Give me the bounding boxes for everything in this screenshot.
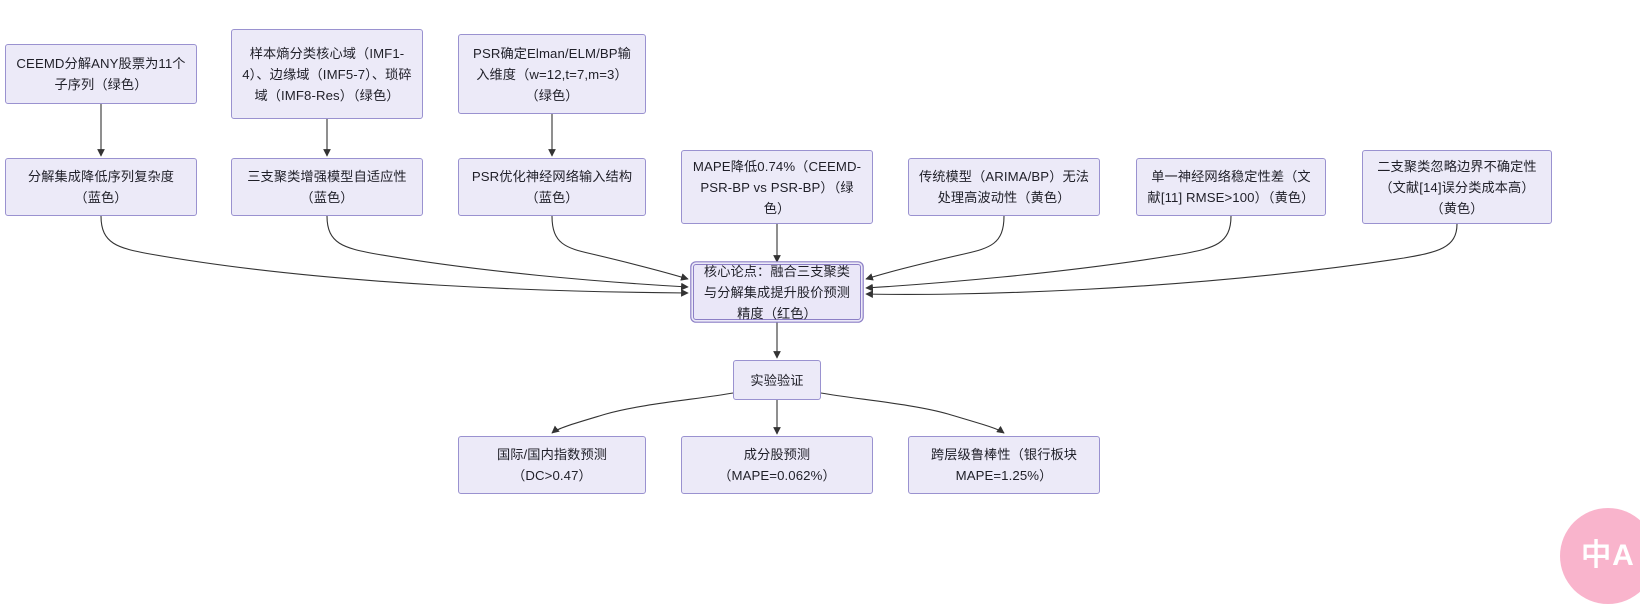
node-label: 单一神经网络稳定性差（文献[11] RMSE>100）（黄色） [1147, 169, 1315, 205]
edge-n8-core [865, 215, 1005, 281]
node-three-way-clustering-adaptivity[interactable]: 三支聚类增强模型自适应性（蓝色） [231, 158, 423, 216]
node-two-way-clustering-limitation[interactable]: 二支聚类忽略边界不确定性（文献[14]误分类成本高）（黄色） [1362, 150, 1552, 224]
node-label: 分解集成降低序列复杂度（蓝色） [27, 169, 175, 205]
node-label: 核心论点：融合三支聚类与分解集成提升股价预测精度（红色） [703, 263, 851, 321]
node-label: 三支聚类增强模型自适应性（蓝色） [247, 169, 407, 205]
node-label: MAPE降低0.74%（CEEMD-PSR-BP vs PSR-BP）（绿色） [692, 158, 862, 216]
edge-exp-b1 [551, 392, 734, 434]
node-psr-input-dimension[interactable]: PSR确定Elman/ELM/BP输入维度（w=12,t=7,m=3）（绿色） [458, 34, 646, 114]
edge-n5-core [326, 215, 689, 291]
node-label: 国际/国内指数预测（DC>0.47） [496, 447, 608, 483]
node-label: 样本熵分类核心域（IMF1-4）、边缘域（IMF5-7）、琐碎域（IMF8-Re… [242, 45, 412, 103]
node-label: 二支聚类忽略边界不确定性（文献[14]误分类成本高）（黄色） [1377, 158, 1537, 216]
node-label: 跨层级鲁棒性（银行板块MAPE=1.25%） [930, 447, 1078, 483]
edge-exp-b3 [820, 392, 1005, 434]
node-core-thesis[interactable]: 核心论点：融合三支聚类与分解集成提升股价预测精度（红色） [693, 264, 861, 321]
edge-n6-core [551, 215, 689, 281]
node-label: 成分股预测（MAPE=0.062%） [718, 447, 836, 483]
node-single-network-instability[interactable]: 单一神经网络稳定性差（文献[11] RMSE>100）（黄色） [1136, 158, 1326, 216]
node-constituent-stock-prediction[interactable]: 成分股预测（MAPE=0.062%） [681, 436, 873, 494]
node-label: CEEMD分解ANY股票为11个子序列（绿色） [16, 56, 186, 92]
node-label: PSR优化神经网络输入结构（蓝色） [471, 169, 633, 205]
node-ceemd-decompose[interactable]: CEEMD分解ANY股票为11个子序列（绿色） [5, 44, 197, 104]
edge-n10-core [865, 223, 1458, 299]
flowchart-canvas: CEEMD分解ANY股票为11个子序列（绿色） 样本熵分类核心域（IMF1-4）… [5, 29, 1640, 604]
node-label: 传统模型（ARIMA/BP）无法处理高波动性（黄色） [918, 169, 1090, 205]
node-label: 实验验证 [750, 372, 804, 388]
node-index-prediction[interactable]: 国际/国内指数预测（DC>0.47） [458, 436, 646, 494]
node-decomposition-reduces-complexity[interactable]: 分解集成降低序列复杂度（蓝色） [5, 158, 197, 216]
watermark-badge: 中A [1560, 508, 1640, 604]
edge-n4-core [100, 215, 689, 297]
edge-n9-core [865, 215, 1232, 292]
node-experimental-validation[interactable]: 实验验证 [733, 360, 821, 400]
node-label: PSR确定Elman/ELM/BP输入维度（w=12,t=7,m=3）（绿色） [473, 45, 631, 103]
node-mape-reduction[interactable]: MAPE降低0.74%（CEEMD-PSR-BP vs PSR-BP）（绿色） [681, 150, 873, 224]
node-cross-level-robustness[interactable]: 跨层级鲁棒性（银行板块MAPE=1.25%） [908, 436, 1100, 494]
watermark-text: 中A [1581, 539, 1635, 572]
node-psr-optimizes-network-input[interactable]: PSR优化神经网络输入结构（蓝色） [458, 158, 646, 216]
node-sample-entropy-classify[interactable]: 样本熵分类核心域（IMF1-4）、边缘域（IMF5-7）、琐碎域（IMF8-Re… [231, 29, 423, 119]
node-traditional-models-limitation[interactable]: 传统模型（ARIMA/BP）无法处理高波动性（黄色） [908, 158, 1100, 216]
